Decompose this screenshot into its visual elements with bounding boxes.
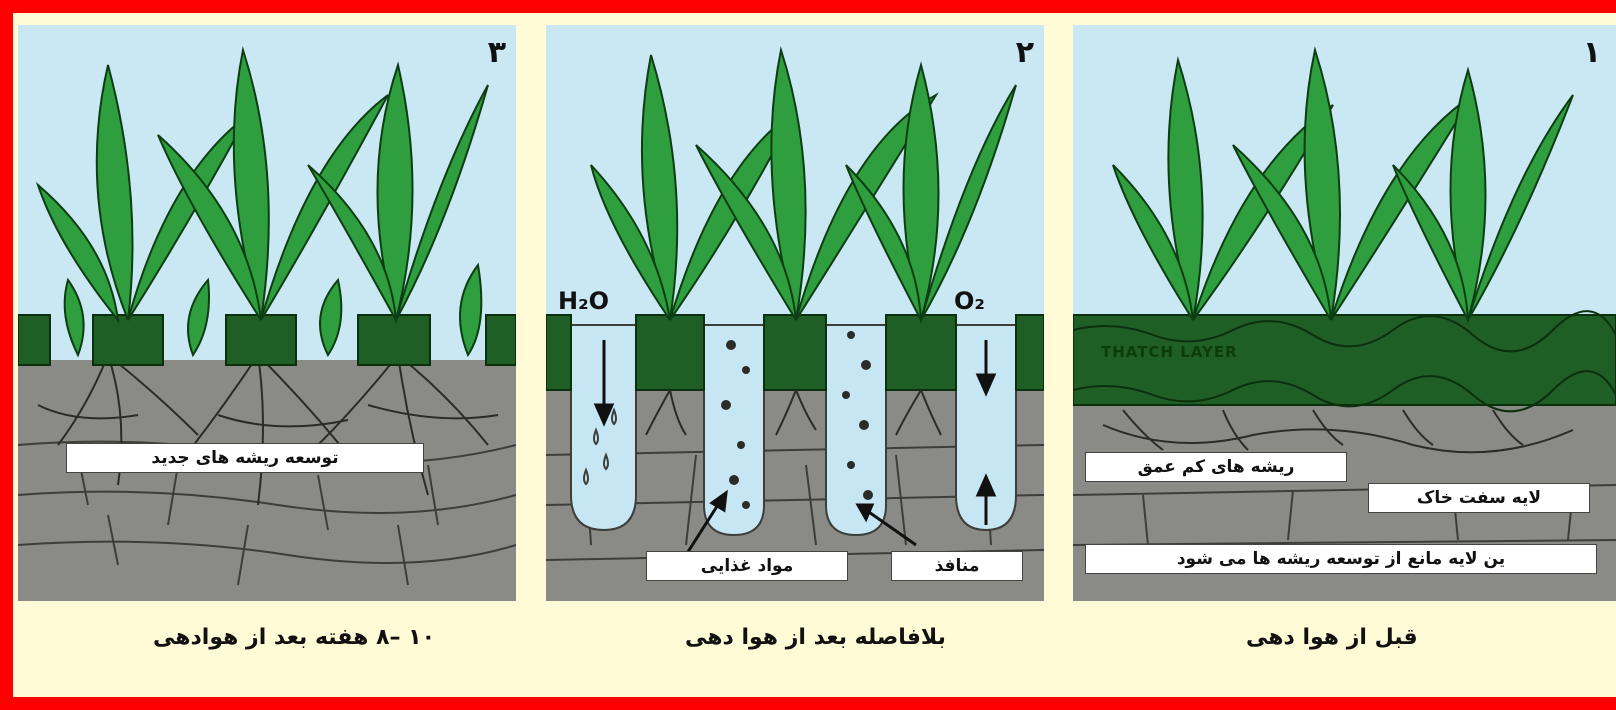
oxygen-label: O₂ [954,287,985,315]
label-layer-blocks-roots: ین لایه مانع از توسعه ریشه ها می شود [1085,544,1597,574]
panel-immediately-after: H₂O O₂ ٢ مواد غذایی منافذ [546,25,1044,601]
panel-1-illustration [1073,25,1616,601]
label-nutrients: مواد غذایی [646,551,848,581]
panel-before-aeration: THATCH LAYER ١ ریشه های کم عمق لایه سفت … [1073,25,1616,601]
panel-3-illustration [18,25,516,601]
diagram-canvas: ٣ توسعه ریشه های جدید [13,13,1616,697]
thatch-layer-label: THATCH LAYER [1101,343,1238,361]
label-new-root-growth: توسعه ریشه های جدید [66,443,424,473]
caption-after-8-10-weeks: ۱۰ –۸ هفته بعد از هوادهی [153,625,435,650]
label-hard-soil-layer: لایه سفت خاک [1368,483,1590,513]
label-pores: منافذ [891,551,1023,581]
panel-number: ١ [1583,35,1601,70]
panel-number: ٣ [488,35,506,70]
caption-immediately-after: بلافاصله بعد از هوا دهی [685,625,946,650]
panel-after-8-10-weeks: ٣ توسعه ریشه های جدید [18,25,516,601]
label-shallow-roots: ریشه های کم عمق [1085,452,1347,482]
caption-before-aeration: قبل از هوا دهی [1246,625,1418,650]
panel-number: ٢ [1016,35,1034,70]
water-label: H₂O [558,287,609,315]
